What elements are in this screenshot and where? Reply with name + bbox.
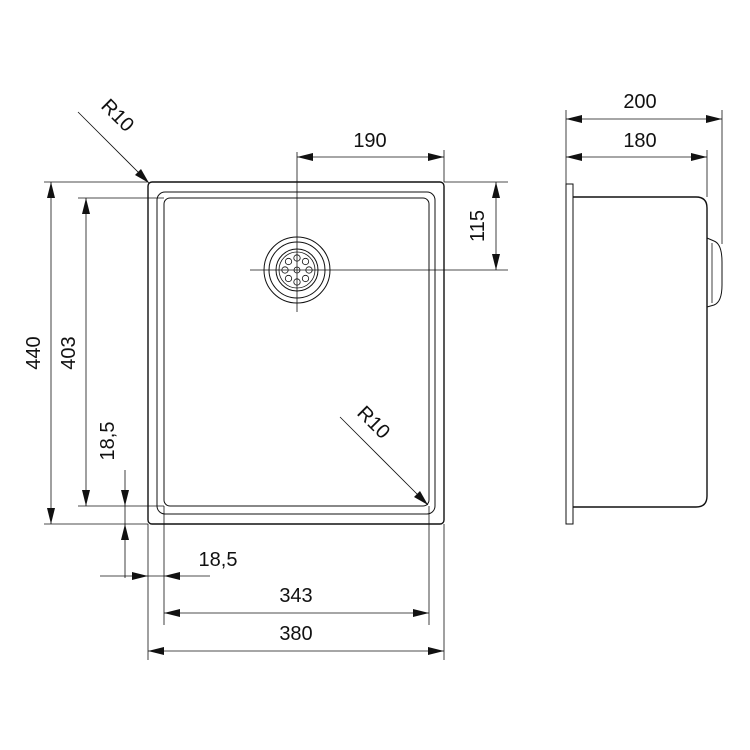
label-outer-height: 440 <box>23 336 45 369</box>
label-inner-width: 343 <box>279 585 312 607</box>
sink-outer-rim <box>147 181 445 525</box>
dim-inner-height <box>82 198 90 506</box>
label-drain-offset-y: 115 <box>467 210 489 242</box>
label-drain-offset-x: 190 <box>353 130 386 152</box>
dim-drain-offset-x <box>297 153 444 161</box>
side-bowl <box>573 196 708 508</box>
side-drain-outlet <box>706 237 723 308</box>
label-inner-height: 403 <box>58 336 80 369</box>
label-radius-outer: R10 <box>96 95 138 137</box>
label-side-bowl-depth: 180 <box>623 130 656 152</box>
dim-edge-left <box>100 572 210 580</box>
dim-edge-bottom <box>121 470 129 578</box>
label-side-total-depth: 200 <box>623 91 656 113</box>
dim-side-total-depth <box>566 115 722 123</box>
label-outer-width: 380 <box>279 623 312 645</box>
sink-bowl <box>163 197 430 507</box>
label-radius-inner: R10 <box>352 402 394 444</box>
dim-outer-width <box>148 647 444 655</box>
leader-radius-outer <box>77 111 150 184</box>
leader-radius-inner <box>339 416 429 506</box>
dim-inner-width <box>164 609 429 617</box>
sink-rim-inner-edge <box>156 191 436 515</box>
side-rim <box>565 183 574 525</box>
dim-side-bowl-depth <box>566 153 707 161</box>
top-view <box>147 152 508 525</box>
side-view <box>565 183 723 525</box>
dim-drain-offset-y <box>492 182 500 270</box>
label-edge-bottom: 18,5 <box>97 422 119 461</box>
extension-lines <box>44 150 508 660</box>
label-edge-left: 18,5 <box>199 549 238 571</box>
dim-outer-height <box>47 182 55 524</box>
